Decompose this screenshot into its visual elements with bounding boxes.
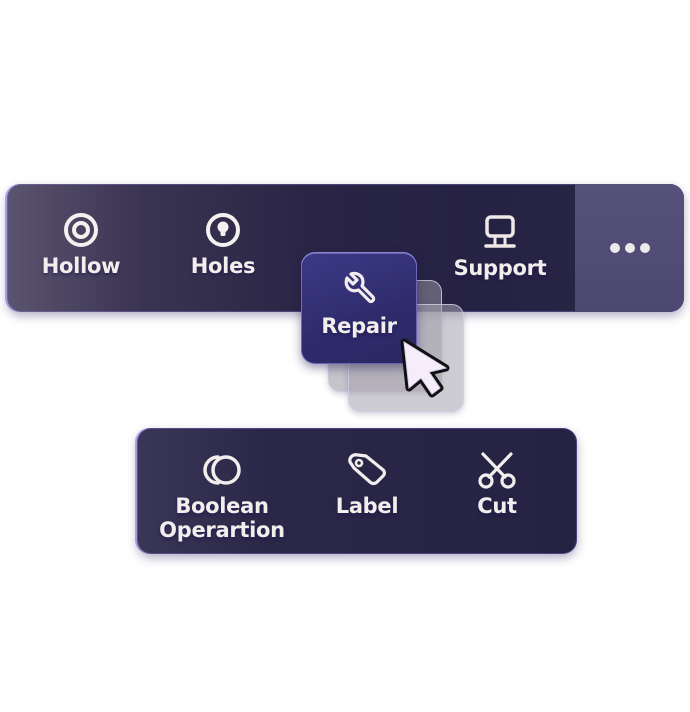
repair-tool-content: Repair [301,268,417,338]
cut-label: Cut [477,494,517,518]
overlapping-circles-icon [203,455,241,485]
keyhole-icon [206,213,240,247]
tag-icon [348,453,386,486]
boolean-operation-tool-button[interactable]: Boolean Operartion [147,450,297,542]
holes-tool-button[interactable]: Holes [179,210,267,278]
boolean-label-line2: Operartion [159,518,285,542]
label-tool-label: Label [335,494,399,518]
hollow-tool-button[interactable]: Hollow [37,210,125,278]
support-tool-button[interactable]: Support [445,212,555,280]
support-stand-icon [484,215,516,248]
boolean-label-line1: Boolean [175,494,269,518]
hollow-label: Hollow [41,254,121,278]
scissors-icon [478,452,516,489]
target-icon [64,213,98,247]
label-tool-button[interactable]: Label [322,450,412,518]
support-label: Support [453,256,547,280]
holes-label: Holes [190,254,256,278]
secondary-toolbar: Boolean Operartion Label Cut [137,428,577,554]
cut-tool-button[interactable]: Cut [457,450,537,518]
more-options-button[interactable] [575,184,684,312]
more-horizontal-icon [607,243,652,253]
repair-tool-button[interactable]: Repair [301,252,417,364]
mouse-pointer-icon [400,338,450,398]
wrench-icon [344,271,376,304]
repair-label: Repair [321,314,397,338]
